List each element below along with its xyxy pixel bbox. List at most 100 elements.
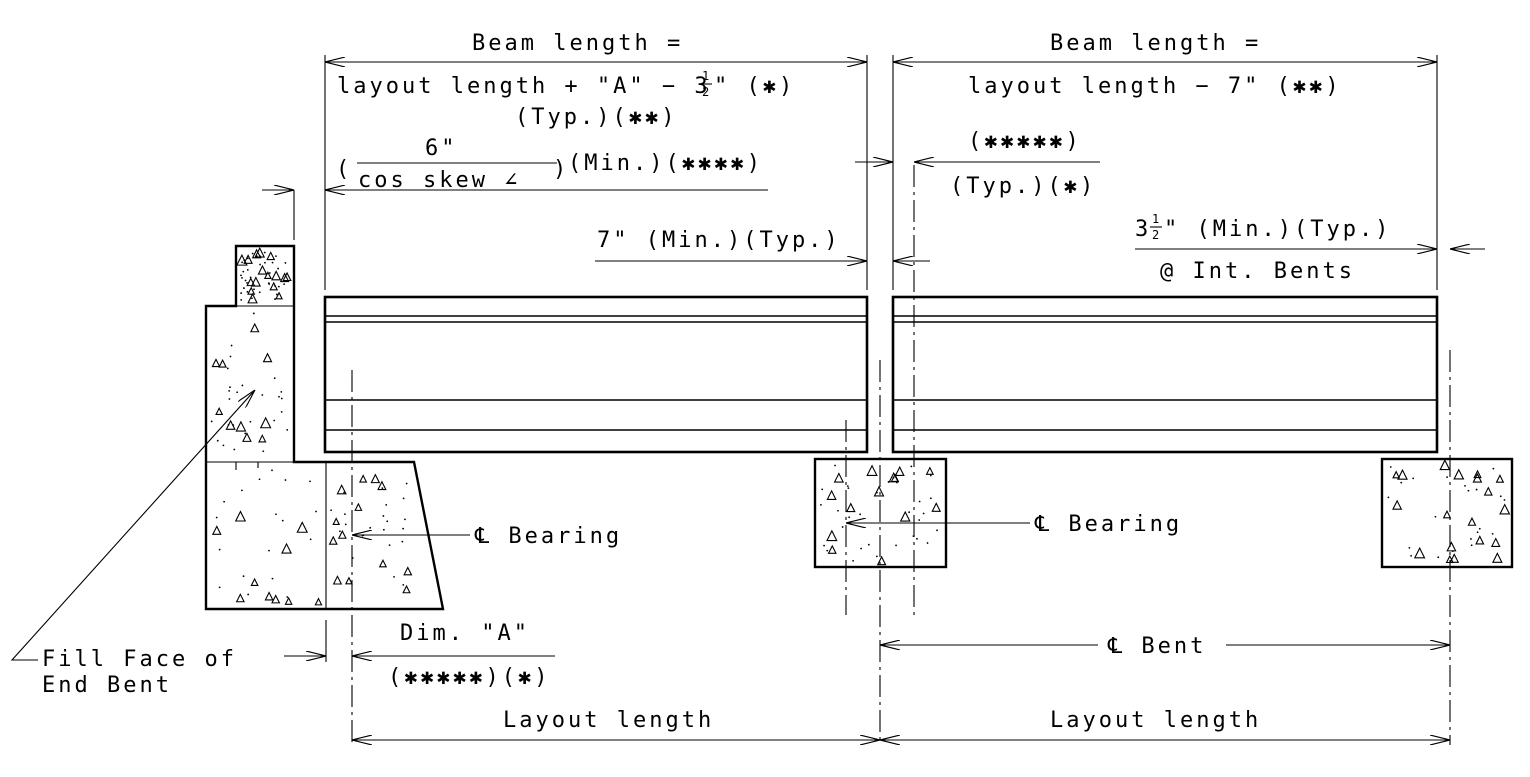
aggregate-speck	[936, 529, 938, 532]
aggregate-mark	[402, 584, 411, 594]
three-half-b: " (Min.)(Typ.)	[1164, 217, 1391, 242]
aggregate-mark	[296, 521, 309, 533]
aggregate-speck	[382, 528, 385, 531]
aggregate-speck	[242, 575, 245, 578]
aggregate-speck	[246, 268, 249, 271]
aggregate-speck	[1467, 489, 1470, 492]
aggregate-mark	[1473, 469, 1482, 479]
aggregate-speck	[236, 391, 239, 394]
aggregate-speck	[240, 299, 243, 301]
half-numerator-left: 1	[702, 69, 709, 83]
aggregate-mark	[1495, 474, 1505, 483]
aggregate-mark	[332, 575, 343, 585]
aggregate-speck	[277, 267, 279, 270]
beam-length-right-title: Beam length =	[1050, 31, 1261, 56]
layout-length-right: Layout length	[1050, 708, 1261, 733]
aggregate-speck	[275, 293, 278, 296]
left-beam	[323, 295, 869, 454]
aggregate-mark	[378, 559, 388, 568]
aggregate-speck	[859, 513, 862, 516]
aggregate-mark	[250, 276, 262, 287]
aggregate-speck	[867, 543, 870, 546]
aggregate-mark	[354, 502, 363, 511]
aggregate-speck	[1464, 484, 1466, 487]
aggregate-speck	[1499, 495, 1502, 498]
aggregate-speck	[1400, 481, 1403, 484]
aggregate-speck	[1434, 515, 1437, 518]
aggregate-mark	[1442, 509, 1452, 519]
centerlines	[351, 165, 1451, 745]
aggregate-speck	[247, 593, 250, 596]
aggregate-speck	[929, 497, 932, 500]
aggregate-mark	[1397, 468, 1408, 480]
aggregate-speck	[249, 420, 252, 423]
aggregate-speck	[275, 255, 277, 258]
cl-bearing-right: ℄ Bearing	[1034, 512, 1182, 537]
aggregate-speck	[834, 464, 836, 467]
aggregate-speck	[244, 279, 247, 282]
aggregate-speck	[286, 596, 289, 598]
aggregate-speck	[1478, 527, 1481, 530]
aggregate-speck	[229, 355, 232, 358]
aggregate-mark	[377, 480, 387, 491]
aggregate-speck	[281, 519, 284, 522]
aggregate-speck	[1410, 554, 1413, 557]
aggregate-mark	[249, 322, 260, 333]
aggregate-speck	[1470, 538, 1472, 540]
aggregate-speck	[926, 542, 929, 544]
aggregate-speck	[283, 283, 286, 286]
aggregate-speck	[402, 497, 405, 500]
beam-length-left-title: Beam length =	[472, 31, 683, 56]
aggregate-speck	[1437, 556, 1440, 559]
aggregate-speck	[286, 429, 289, 431]
aggregate-speck	[382, 515, 385, 517]
aggregate-mark	[370, 473, 381, 484]
aggregate-speck	[1389, 466, 1392, 468]
aggregate-speck	[847, 487, 850, 490]
aggregate-speck	[401, 540, 404, 543]
aggregate-mark	[247, 286, 256, 295]
aggregate-speck	[228, 389, 231, 392]
aggregate-mark	[271, 594, 281, 604]
aggregate-speck	[1476, 531, 1479, 534]
aggregate-speck	[315, 510, 317, 513]
beam-length-right-formula: layout length − 7" (✱✱)	[968, 74, 1342, 99]
aggregate-speck	[892, 476, 895, 479]
aggregate-mark	[899, 510, 911, 522]
aggregate-mark	[1392, 470, 1401, 479]
aggregate-speck	[918, 519, 921, 521]
aggregate-speck	[402, 527, 405, 530]
aggregate-speck	[908, 511, 911, 514]
aggregate-speck	[229, 386, 231, 389]
aggregate-speck	[267, 282, 270, 284]
right-bent-cap	[1380, 457, 1514, 569]
aggregate-speck	[309, 538, 312, 541]
aggregate-speck	[218, 586, 221, 589]
aggregate-mark	[314, 597, 323, 606]
aggregate-mark	[336, 484, 347, 495]
aggregate-speck	[381, 487, 384, 490]
aggregate-mark	[235, 420, 247, 432]
aggregate-speck	[309, 480, 311, 483]
aggregate-speck	[404, 518, 406, 521]
aggregate-speck	[284, 479, 287, 481]
aggregate-mark	[1472, 472, 1483, 483]
aggregate-mark	[1490, 537, 1501, 547]
aggregate-speck	[252, 312, 255, 315]
aggregate-speck	[222, 444, 225, 447]
aggregate-mark	[275, 291, 284, 300]
aggregate-speck	[253, 288, 255, 291]
beam-length-left-formula-a: layout length + "A" − 3	[337, 74, 711, 99]
aggregate-mark	[271, 270, 282, 281]
layout-length-left: Layout length	[503, 708, 714, 733]
half-denominator-left: 2	[702, 85, 709, 99]
aggregate-speck	[218, 548, 221, 551]
aggregate-mark	[332, 517, 341, 526]
dimension-lines	[10, 62, 1485, 740]
aggregate-mark	[234, 510, 247, 522]
aggregate-speck	[271, 261, 274, 264]
aggregate-mark	[266, 251, 276, 261]
aggregate-mark	[827, 544, 837, 554]
aggregate-speck	[343, 491, 345, 494]
fill-face-line-1: Fill Face of	[42, 647, 237, 672]
